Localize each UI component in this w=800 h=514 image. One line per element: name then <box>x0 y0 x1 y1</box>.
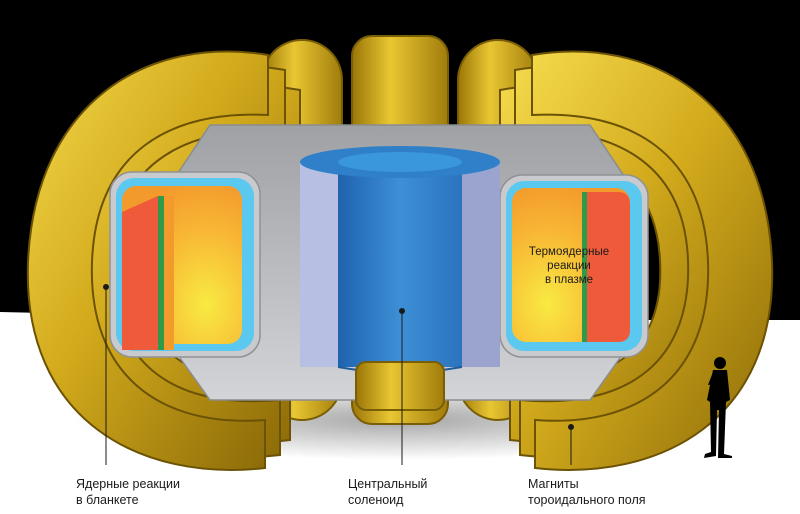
front-coil-segment <box>355 361 445 411</box>
label-solenoid-line-1: Центральный <box>348 477 428 491</box>
label-plasma-line-2: реакции <box>547 260 591 272</box>
central-solenoid <box>300 146 500 374</box>
label-plasma-line-3: в плазме <box>544 274 594 286</box>
plasma-section-left <box>109 171 261 358</box>
human-silhouette-icon <box>704 357 732 458</box>
label-blanket-line-2: в бланкете <box>76 493 139 507</box>
label-toroidal-magnets: Магниты тороидального поля <box>528 476 646 508</box>
plasma-section-right <box>499 174 649 358</box>
label-central-solenoid: Центральный соленоид <box>348 476 427 508</box>
label-magnets-line-2: тороидального поля <box>528 493 646 507</box>
leader-lines <box>103 284 574 465</box>
label-plasma-line-1: Термоядерные <box>528 246 610 258</box>
label-magnets-line-1: Магниты <box>528 477 579 491</box>
label-plasma-reactions: Термоядерные реакции в плазме <box>528 245 610 287</box>
label-blanket-reactions: Ядерные реакции в бланкете <box>76 476 180 508</box>
label-solenoid-line-2: соленоид <box>348 493 404 507</box>
label-blanket-line-1: Ядерные реакции <box>76 477 180 491</box>
